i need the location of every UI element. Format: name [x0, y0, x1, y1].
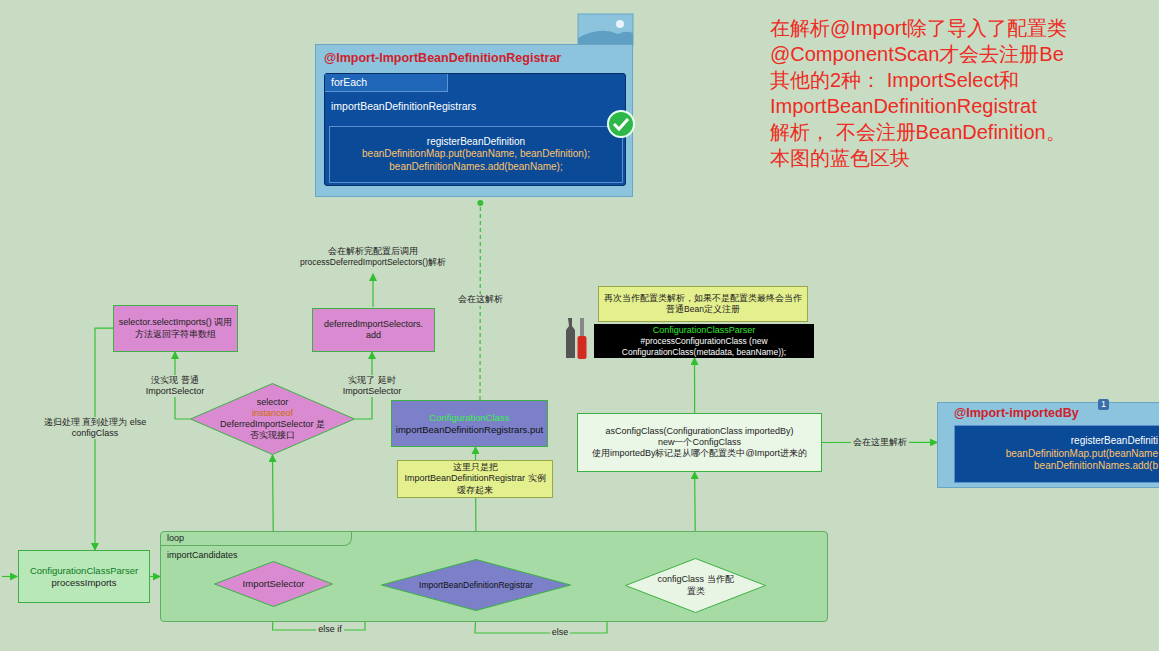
process-box: deferredImportSelectors. add [312, 308, 435, 352]
node-text: selector.selectImports() 调用方法返回字符串数组 [118, 317, 233, 340]
picture-icon [578, 14, 633, 46]
node-text: 1 [1098, 399, 1109, 410]
tool-icon [566, 318, 587, 359]
node-text: 再次当作配置类解析，如果不是配置类最终会当作普通Bean定义注册 [603, 293, 803, 314]
edge-label: else if [316, 624, 344, 635]
process-box: selector.selectImports() 调用方法返回字符串数组 [113, 305, 238, 352]
process-box: registerBeanDefinitibeanDefinitionMap.pu… [954, 425, 1159, 483]
annotation-text: 解析， 不会注册BeanDefinition。 [770, 120, 1066, 144]
decision-diamond: configClass 当作配置类 [625, 558, 766, 613]
node-text: asConfigClass(ConfigurationClass importe… [605, 426, 793, 437]
connector [694, 358, 695, 413]
node-text: #processConfigurationClass (new Configur… [597, 336, 811, 357]
node-text: ConfigurationClass [429, 412, 509, 424]
note-box: 再次当作配置类解析，如果不是配置类最终会当作普通Bean定义注册 [598, 286, 808, 322]
annotation-text: 其他的2种： ImportSelect和 [770, 68, 1019, 92]
node-text: deferredImportSelectors. add [317, 319, 430, 342]
note-text: 会在解析完配置后调用 processDeferredImportSelector… [286, 246, 461, 267]
node-text: forEach [325, 74, 448, 92]
node-text: ConfigurationClassParser [653, 325, 756, 336]
connector-dot [477, 200, 483, 206]
edge-label: 实现了 延时ImportSelector [324, 375, 420, 398]
process-box: asConfigClass(ConfigurationClass importe… [577, 413, 822, 472]
node-text: beanDefinitionMap.put(beanName, beanDefi… [362, 148, 590, 161]
node-text: ImportSelector [243, 578, 305, 590]
edge-label: else [550, 627, 571, 638]
connector [150, 576, 160, 577]
node-text: importBeanDefinitionRegistrars.put [396, 424, 543, 436]
loop-frame: loop importCandidatesImportSelector Import… [160, 531, 828, 622]
node-text: ImportBeanDefinitionRegistrar [419, 580, 533, 591]
node-text: new一个ConfigClass [658, 437, 741, 448]
node-text: 这里只是把 ImportBeanDefinitionRegistrar 实例缓存… [402, 462, 548, 496]
node-text: @Import-importedBy [954, 406, 1079, 422]
edge-label: 会在这里解析 [851, 437, 909, 448]
node-text: 使用importedBy标记是从哪个配置类中@Import进来的 [592, 448, 807, 459]
loop-box: forEach importBeanDefinitionRegistrars reg… [324, 73, 626, 186]
check-badge [606, 109, 636, 139]
node-text: registerBeanDefiniti [1071, 435, 1159, 448]
node-text: beanDefinitionNames.add(b [1034, 460, 1159, 473]
node-text: ConfigurationClassParser [30, 565, 138, 577]
process-box: ConfigurationClassimportBeanDefinitionRe… [391, 400, 548, 447]
node-text: beanDefinitionMap.put(beanName [1006, 448, 1159, 461]
node-text: importBeanDefinitionRegistrars [331, 100, 476, 113]
node-text: loop [161, 532, 352, 546]
node-text: importCandidates [167, 550, 238, 561]
annotation-text: ImportBeanDefinitionRegistrat [770, 94, 1037, 118]
note-box: 这里只是把 ImportBeanDefinitionRegistrar 实例缓存… [397, 460, 553, 498]
annotation-text: 本图的蓝色区块 [770, 146, 910, 170]
node-text: registerBeanDefinition [427, 136, 525, 149]
process-box: ConfigurationClassParserprocessImports [18, 550, 150, 603]
decision-diamond: ImportSelector [214, 561, 333, 607]
node-text: selector [257, 397, 289, 408]
panel: @Import-importedBy1registerBeanDefinitib… [937, 402, 1159, 488]
process-box: registerBeanDefinitionbeanDefinitionMap.… [329, 126, 623, 183]
node-text: configClass 当作配置类 [656, 574, 736, 597]
edge-label: 没实现 普通ImportSelector [127, 375, 223, 398]
edge-label: 递归处理 直到处理为 else configClass [28, 417, 162, 440]
panel: @Import-ImportBeanDefinitionRegistrar for… [315, 44, 633, 197]
entry-arrow [2, 576, 17, 577]
annotation-text: @ComponentScan才会去注册Be [770, 42, 1064, 66]
edge-label: 会在这解析 [456, 294, 505, 305]
node-text: instanceof [252, 408, 293, 419]
node-text: processImports [52, 577, 117, 589]
decision-diamond: ImportBeanDefinitionRegistrar [381, 559, 571, 611]
node-text: beanDefinitionNames.add(beanName); [389, 161, 562, 174]
node-text: @Import-ImportBeanDefinitionRegistrar [324, 51, 561, 67]
annotation-text: 在解析@Import除了导入了配置类 [770, 16, 1067, 40]
note-arrow [372, 274, 373, 307]
process-box: ConfigurationClassParser#processConfigur… [594, 324, 814, 358]
node-text: DeferredImportSelector 是否实现接口 [217, 419, 329, 442]
